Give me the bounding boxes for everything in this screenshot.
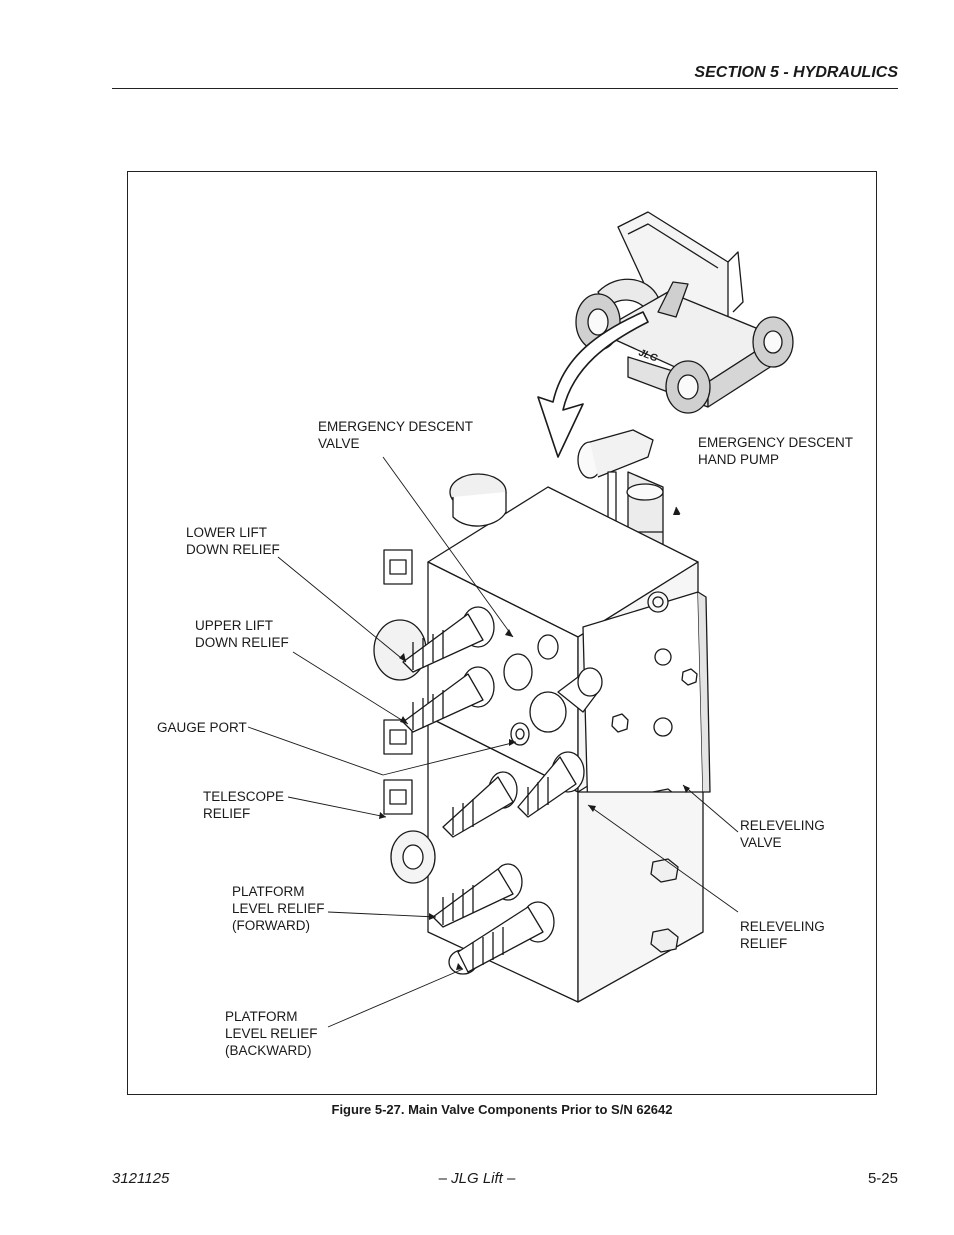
footer-publisher: – JLG Lift –: [438, 1170, 516, 1187]
leader-arrowheads: [379, 507, 690, 970]
callout-releveling-relief: RELEVELING RELIEF: [740, 919, 825, 951]
callout-releveling-valve: RELEVELING VALVE: [740, 818, 825, 850]
valve-block-right: [582, 591, 711, 818]
section-header: SECTION 5 - HYDRAULICS: [694, 64, 898, 81]
callout-gauge-port: GAUGE PORT: [157, 720, 247, 735]
pointer-arrow: [537, 311, 649, 458]
leader-lines: [247, 456, 739, 1028]
callout-telescope-relief: TELESCOPE RELIEF: [203, 789, 285, 821]
callout-emergency-descent-valve: EMERGENCY DESCENT VALVE: [318, 419, 474, 451]
figure-caption: Figure 5-27. Main Valve Components Prior…: [331, 1102, 673, 1117]
machine-illustration: [575, 211, 794, 414]
callout-upper-lift-down-relief: UPPER LIFT DOWN RELIEF: [195, 618, 289, 650]
footer-doc-number: 3121125: [112, 1170, 170, 1187]
header-rule: [112, 88, 898, 89]
callout-platform-level-relief-forward: PLATFORM LEVEL RELIEF (FORWARD): [232, 884, 325, 933]
callout-platform-level-relief-backward: PLATFORM LEVEL RELIEF (BACKWARD): [225, 1009, 318, 1058]
callout-lower-lift-down-relief: LOWER LIFT DOWN RELIEF: [186, 525, 280, 557]
callout-emergency-descent-hand-pump: EMERGENCY DESCENT HAND PUMP: [698, 435, 854, 467]
figure-frame: JLG EMERGENCY DESCENT VALVE EMERGENCY DE…: [127, 171, 877, 1095]
valve-illustration: JLG: [247, 211, 794, 1028]
solenoid-coils: [373, 549, 436, 884]
relief-cartridges: [402, 606, 603, 975]
footer-page-number: 5-25: [867, 1170, 898, 1187]
